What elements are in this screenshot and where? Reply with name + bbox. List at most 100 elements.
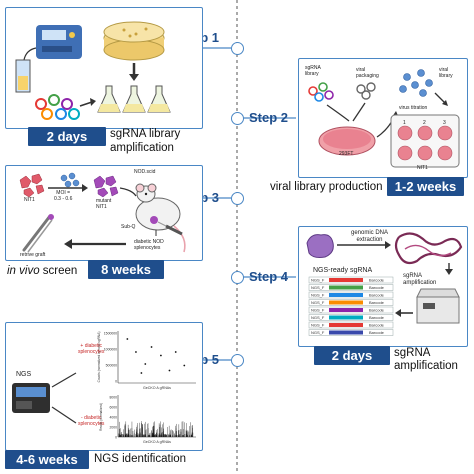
sgrna-count-point xyxy=(168,369,171,372)
ngs-read-index: NGS_F xyxy=(311,315,325,320)
panel-step3: NIT1 MOI = 0.3 - 0.6 mutant NIT1 NOD.sci… xyxy=(5,165,203,261)
ngs-read-index: NGS_F xyxy=(311,323,325,328)
genomic-dna-icon xyxy=(394,232,463,265)
ngs-read-index: NGS_F xyxy=(311,308,325,313)
nit1-label: NIT1 xyxy=(24,197,35,203)
nod-scid-label: NOD.scid xyxy=(134,169,156,175)
top-plot-tick-label: 1000000 xyxy=(104,348,117,352)
sgrna-read-bar xyxy=(329,300,363,305)
viral-packaging-label: viral packaging xyxy=(356,67,379,79)
bottom-plot-y-label: Reads (normalized) xyxy=(99,403,103,431)
caption-step4-line1: sgRNA xyxy=(394,347,431,359)
ngs-ready-label: NGS-ready sgRNA xyxy=(313,267,373,274)
ngs-read-barcode: Barcode xyxy=(369,278,385,283)
timeline-node-5 xyxy=(231,354,244,367)
ngs-read-row: NGS_F Barcode xyxy=(308,306,394,314)
sgrna-library-label: sgRNA library xyxy=(305,65,321,77)
sgrna-count-point xyxy=(150,346,153,348)
virus-titration-label: virus titration xyxy=(399,105,428,111)
caption-step2: viral library production xyxy=(270,181,383,193)
diabetic-splenocytes-label: diabetic NOD splenocytes xyxy=(134,239,164,251)
mutant-nit1-cells-icon xyxy=(93,175,119,198)
ngs-read-barcode: Barcode xyxy=(369,315,385,320)
sgrna-count-point xyxy=(135,351,137,353)
nod-scid-mouse-icon xyxy=(135,183,186,253)
caption-step3-italic: in vivo xyxy=(7,265,40,277)
sgrna-count-point xyxy=(140,372,143,374)
pcr-machine-icon xyxy=(416,288,460,324)
viral-packaging-icon xyxy=(356,82,376,100)
timeline-node-2 xyxy=(231,112,244,125)
bottom-plot-tick-label: 4000 xyxy=(109,416,117,420)
caption-step3-rest: screen xyxy=(39,265,78,277)
ngs-read-row: NGS_F Barcode xyxy=(308,276,394,284)
ngs-read-barcode: Barcode xyxy=(369,293,385,298)
top-plot-tick-label: 0 xyxy=(115,380,117,384)
step-2-label: Step 2 xyxy=(249,110,289,125)
viral-library-label: viral library xyxy=(439,67,453,79)
caption-step1-line1: sgRNA library xyxy=(110,128,181,140)
caption-step5: NGS identification xyxy=(94,453,187,465)
caption-step1-line2: amplification xyxy=(110,142,174,154)
sgrna-count-point xyxy=(160,354,162,357)
ngs-sequencer-icon xyxy=(12,383,50,413)
mutant-nit1-label: mutant NIT1 xyxy=(96,198,112,210)
ngs-read-barcode: Barcode xyxy=(369,285,385,290)
sgrna-read-bar xyxy=(329,293,363,297)
bottom-plot-tick-label: 2000 xyxy=(109,426,117,430)
ngs-read-row: NGS_F Barcode xyxy=(308,314,394,321)
timeline-node-3 xyxy=(231,192,244,205)
subq-label: Sub-Q xyxy=(121,224,136,230)
forceps-icon xyxy=(22,214,54,253)
caption-step3: in vivo screen xyxy=(7,265,77,278)
top-plot-tick-label: 500000 xyxy=(106,364,117,368)
library-amplification-illustration xyxy=(15,21,171,120)
flask-icons xyxy=(97,85,171,113)
duration-badge-step2: 1-2 weeks xyxy=(387,177,464,196)
plate-nit1-label: NIT1 xyxy=(417,165,428,171)
sgrna-read-bar xyxy=(329,278,363,282)
genomic-dna-label: genomic DNA extraction xyxy=(351,230,389,243)
duration-badge-step3: 8 weeks xyxy=(88,260,164,279)
electroporator-icon xyxy=(15,25,82,93)
in-vivo-screen-illustration xyxy=(19,172,186,253)
virus-particle-icons xyxy=(399,69,433,97)
ngs-read-index: NGS_F xyxy=(311,278,325,283)
moi-label: MOI = 0.3 - 0.6 xyxy=(54,190,73,202)
ngs-read-barcode: Barcode xyxy=(369,330,385,335)
duration-badge-step1: 2 days xyxy=(28,127,106,146)
viral-production-illustration xyxy=(308,69,460,168)
ngs-read-index: NGS_F xyxy=(311,330,325,335)
sgrna-read-bar xyxy=(329,315,363,320)
step-4-label: Step 4 xyxy=(249,269,289,284)
sgrna-read-bar xyxy=(329,285,363,290)
sgrna-read-bar xyxy=(329,323,363,327)
minus-diabetic-label: - diabetic splenocytes xyxy=(78,415,105,427)
nit1-cells-icon xyxy=(19,173,45,198)
bottom-plot-tick-label: 8000 xyxy=(109,396,117,400)
sgrna-library-icon xyxy=(308,82,334,102)
ngs-read-barcode: Barcode xyxy=(369,308,385,313)
graft-tissue-icon xyxy=(306,234,334,258)
caption-step4-line2: amplification xyxy=(394,360,458,372)
ngs-label: NGS xyxy=(16,371,32,378)
well-1-label: 1 xyxy=(403,120,406,126)
ngs-read-barcode: Barcode xyxy=(369,300,385,305)
timeline-node-1 xyxy=(231,42,244,55)
sgrna-count-point xyxy=(144,363,147,365)
ngs-read-index: NGS_F xyxy=(311,293,325,298)
duration-badge-step5: 4-6 weeks xyxy=(5,450,89,469)
top-plot-tick-label: 1500000 xyxy=(104,332,117,336)
cell-line-label: 293FT xyxy=(339,151,354,157)
top-plot-x-label: GeCKO A gRNAs xyxy=(143,386,171,390)
timeline-node-4 xyxy=(231,271,244,284)
